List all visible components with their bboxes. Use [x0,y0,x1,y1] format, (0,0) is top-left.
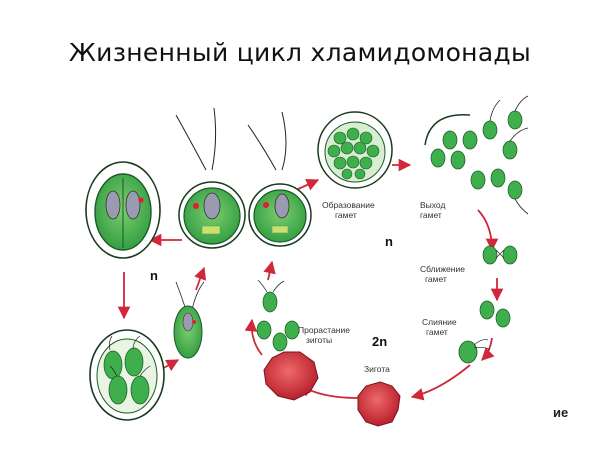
ploidy-haploid-right: n [385,234,393,249]
arrow-to-zygote [410,364,471,401]
cell-flagellate-1 [175,107,246,249]
cell-gamete-fusion [479,300,511,328]
diagram-labels: Образование гамет Выход гамет Сближение … [150,200,465,374]
ploidy-haploid-left: n [150,268,158,283]
arrow-bottom-left [244,318,263,356]
slide-title: Жизненный цикл хламидомонады [68,38,532,67]
label-gamete-formation-1: Образование [322,200,375,210]
clipped-text-fragment: ие [553,405,569,420]
label-gamete-fusion-2: гамет [426,327,448,337]
label-zygote: Зигота [364,364,390,374]
label-gamete-approach-2: гамет [425,274,447,284]
label-gamete-approach-1: Сближение [420,264,465,274]
cell-mother-dividing [85,161,161,259]
arrow-to-zygote-fusion [481,337,495,361]
label-zygote-germination-1: Прорастание [298,325,350,335]
cell-zoospores-cluster [89,329,165,421]
arrow-to-gamete-formation [295,178,320,191]
label-gamete-fusion-1: Слияние [422,317,457,327]
label-gamete-exit-2: гамет [420,210,442,220]
cell-gamete-exit [424,95,529,215]
cell-released-small [257,279,285,313]
arrow-right-descend [477,209,499,252]
zygote-cell [357,381,401,427]
cell-flagellate-2 [247,111,312,247]
zygote-germinating [256,320,319,401]
cell-gamete-approach [482,245,518,265]
arrow-left-up [194,266,207,291]
label-gamete-formation-2: гамет [335,210,357,220]
ploidy-diploid: 2n [372,334,387,349]
label-gamete-exit-1: Выход [420,200,445,210]
label-zygote-germination-2: зиготы [306,335,332,345]
cell-fused [458,339,491,364]
cell-daughter [173,281,205,359]
cell-gamete-formation [317,111,393,189]
arrow-up-to-spore [263,260,276,281]
